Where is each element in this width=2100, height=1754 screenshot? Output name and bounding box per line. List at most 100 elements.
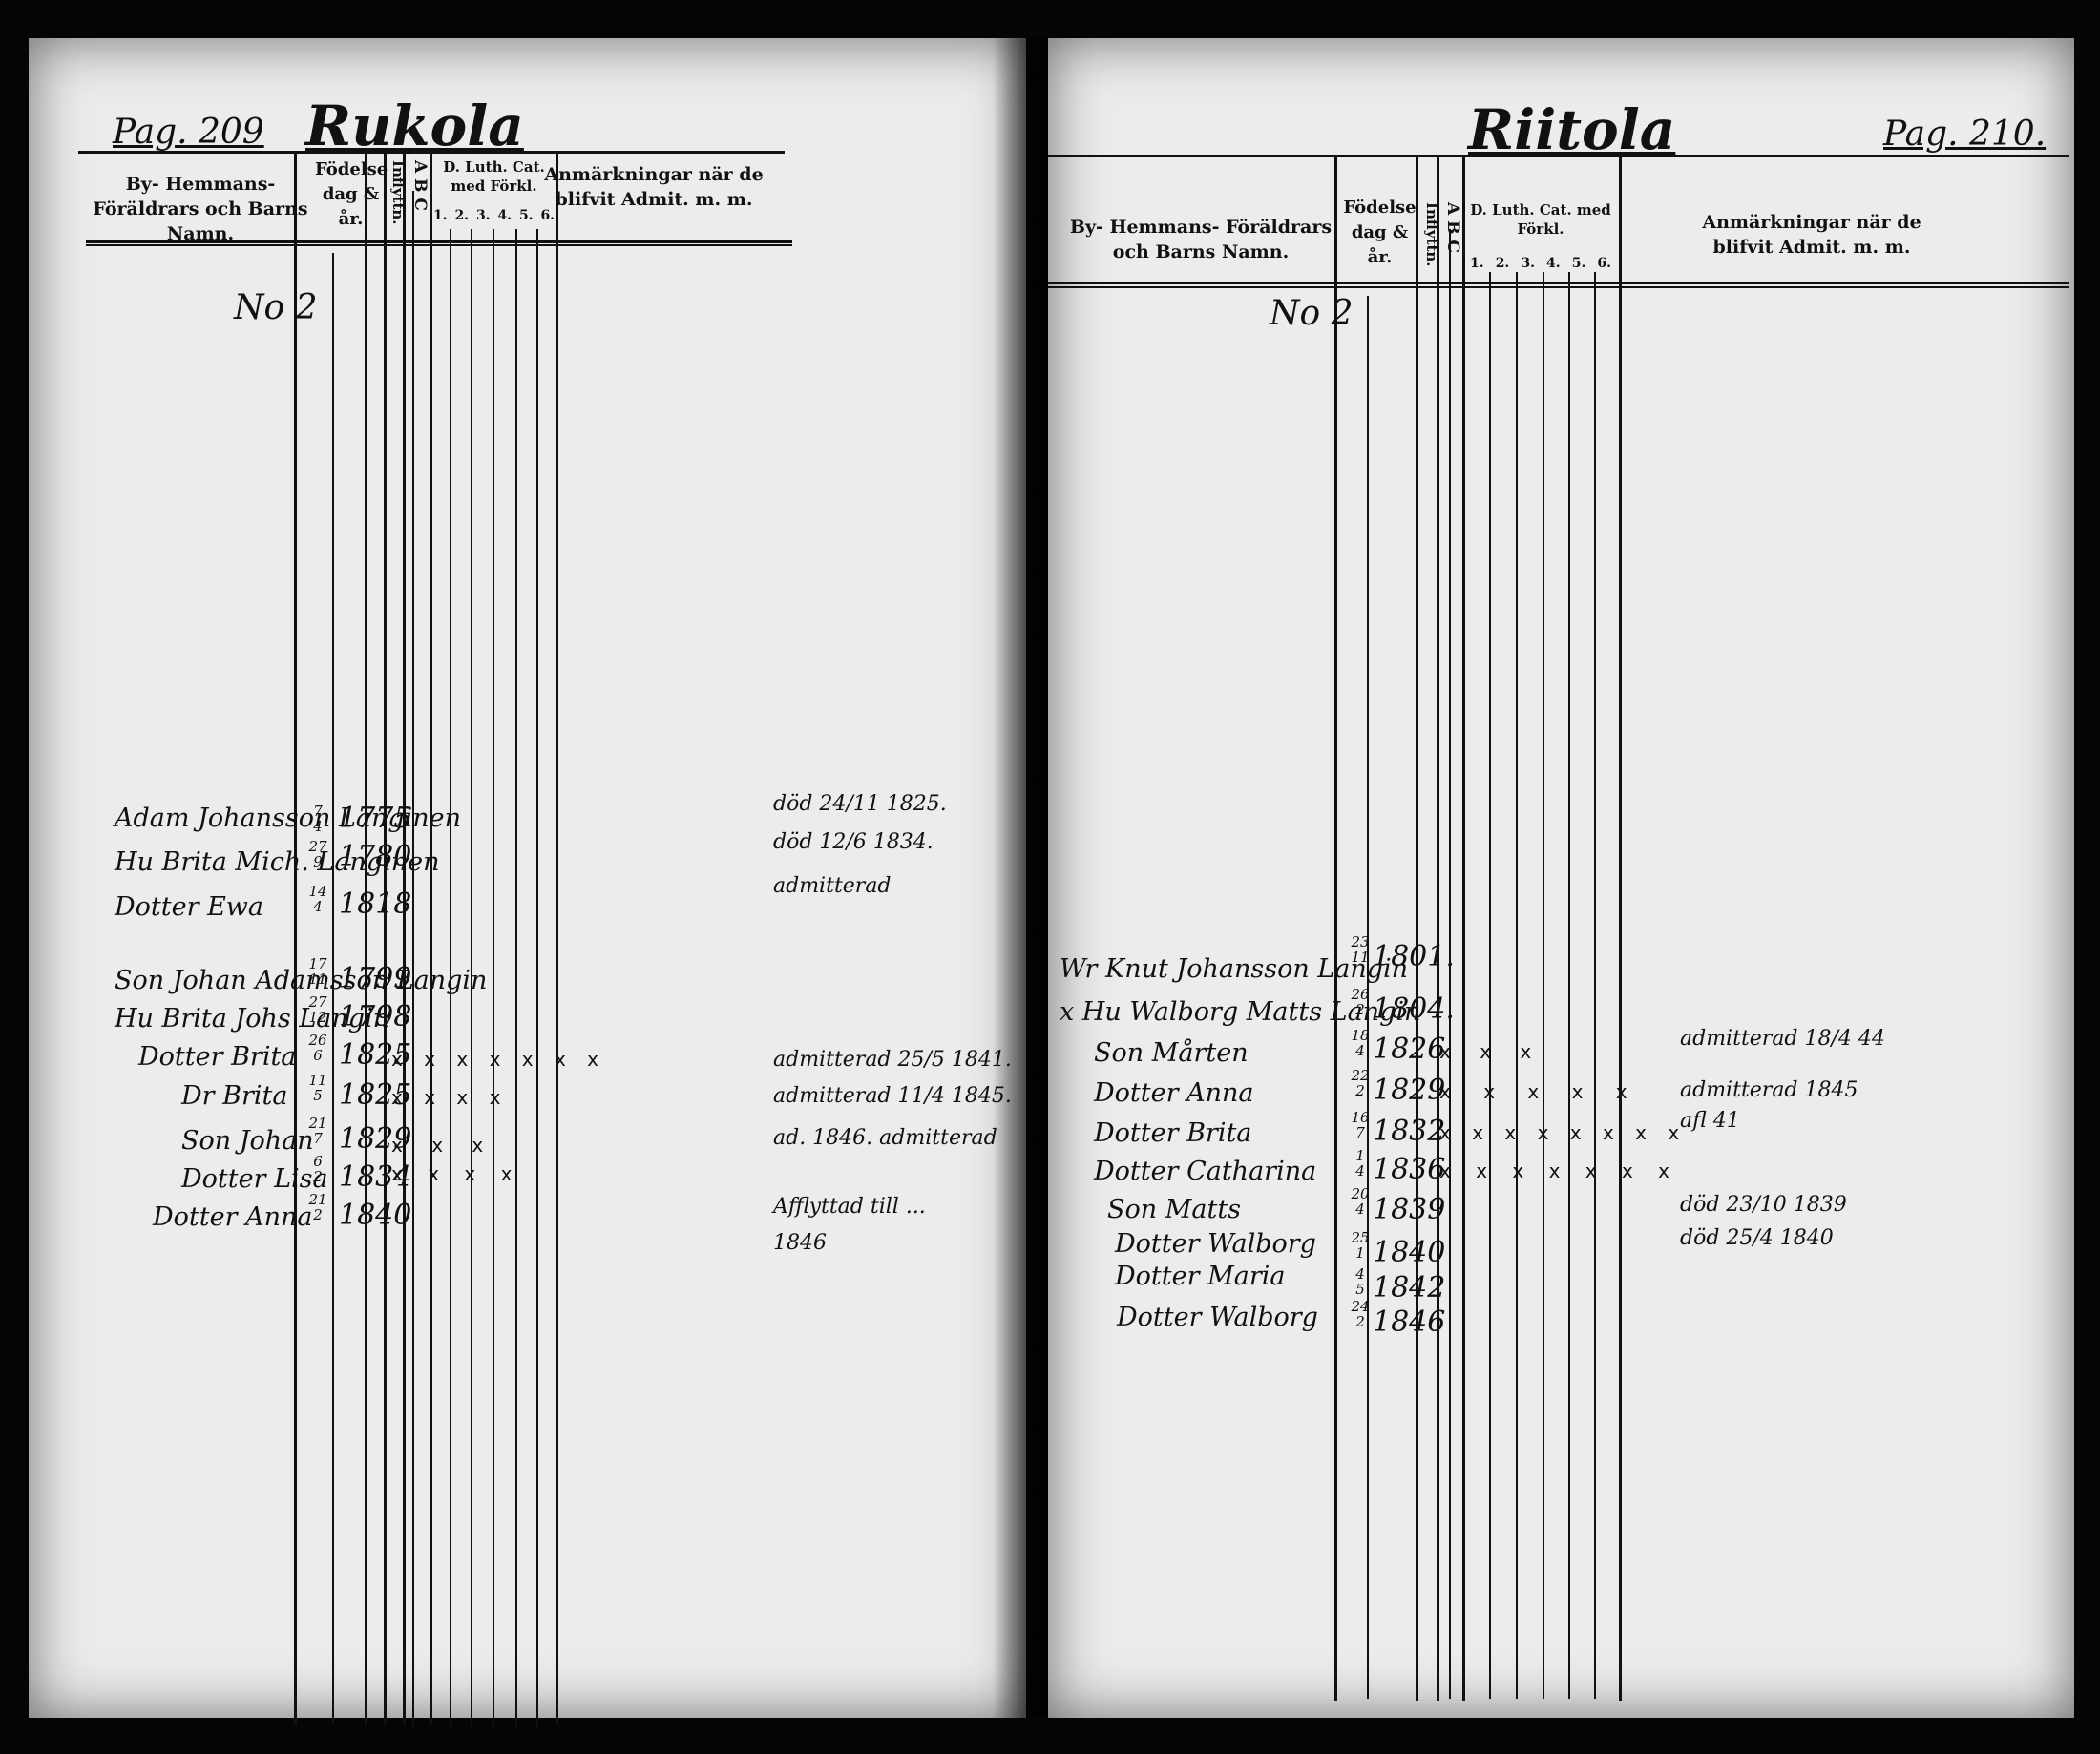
remark: 1846 xyxy=(773,1231,827,1255)
entry-day: 4 xyxy=(1355,1265,1365,1283)
col-rule-l1 xyxy=(1489,272,1491,1699)
entry-marks: x x x x x x x xyxy=(391,1048,606,1071)
entry-month: 2 xyxy=(313,1168,323,1185)
entry-year: 1825 xyxy=(339,1038,412,1072)
entry-day: 23 xyxy=(1351,933,1370,950)
entry-month: 4 xyxy=(1355,1162,1365,1180)
col-3: 3. xyxy=(475,208,491,223)
abc-header: A B C xyxy=(410,160,430,211)
col-rule-names xyxy=(1334,155,1337,1701)
entry-year: 1832 xyxy=(1373,1115,1446,1148)
entry-day: 27 xyxy=(308,838,327,855)
col-rule-day xyxy=(332,253,334,1723)
entry-month: 6 xyxy=(313,1047,323,1064)
remark: afl 41 xyxy=(1680,1109,1740,1133)
col-rule-birth xyxy=(365,151,368,1725)
entry-marks: x x x x x xyxy=(1439,1080,1641,1103)
entry-month: 2 xyxy=(1355,1082,1365,1099)
header-bottom-rule xyxy=(1048,282,2069,284)
inflyttn-header: Inflyttn. xyxy=(1423,202,1440,267)
col-2: 2. xyxy=(1495,256,1510,271)
entry-year: 1829 xyxy=(339,1122,412,1156)
entry-name: Dotter Anna xyxy=(153,1202,313,1232)
col-5: 5. xyxy=(1571,256,1586,271)
remarks-header: Anmärkningar när de blifvit Admit. m. m. xyxy=(1702,212,1922,258)
entry-marks: x x x x xyxy=(391,1086,509,1109)
entry-name: Son Matts xyxy=(1107,1195,1242,1224)
entry-month: 5 xyxy=(1355,1281,1365,1298)
entry-month: 2 xyxy=(1355,1001,1365,1018)
entry-year: 1829 xyxy=(1373,1074,1446,1107)
remark: admitterad 11/4 1845. xyxy=(773,1084,1012,1108)
remark: admitterad 18/4 44 xyxy=(1680,1027,1885,1051)
entry-name: Wr Knut Johansson Langin xyxy=(1060,954,1409,984)
col-5: 5. xyxy=(518,208,534,223)
col-1: 1. xyxy=(432,208,448,223)
inflyttn-header: Inflyttn. xyxy=(389,160,407,225)
entry-year: 1834 xyxy=(339,1160,412,1194)
entry-name: Dotter Walborg xyxy=(1115,1229,1316,1259)
left-page: Pag. 209 Rukola By- Hemmans- Föräldrars … xyxy=(29,38,1026,1727)
entry-marks: x x x x xyxy=(391,1162,522,1185)
household-number: No 2 xyxy=(234,288,318,327)
entry-year: 1842 xyxy=(1373,1271,1446,1305)
village-name: Rukola xyxy=(305,94,524,158)
remarks-header: Anmärkningar när de blifvit Admit. m. m. xyxy=(544,164,764,210)
entry-day: 11 xyxy=(308,1072,327,1089)
col-rule-birth xyxy=(1416,155,1418,1701)
entry-name: Son Johan xyxy=(181,1126,314,1156)
remark: död 24/11 1825. xyxy=(773,792,947,816)
entry-month: 12 xyxy=(308,1009,327,1026)
col-2: 2. xyxy=(454,208,470,223)
page-number: Pag. 209 xyxy=(113,113,264,152)
col-rule-inflytt xyxy=(1437,155,1439,1701)
remark: död 25/4 1840 xyxy=(1680,1226,1834,1250)
entry-day: 17 xyxy=(308,955,327,972)
entry-name: Son Mårten xyxy=(1094,1038,1249,1068)
col-rule-remarks xyxy=(556,151,558,1725)
luth-cols: 1. 2. 3. 4. 5. 6. xyxy=(1464,256,1617,271)
names-header: By- Hemmans- Föräldrars och Barns Namn. xyxy=(1069,217,1333,262)
names-header: By- Hemmans- Föräldrars och Barns Namn. xyxy=(93,174,308,244)
entry-name: Dotter Lisa xyxy=(181,1164,328,1194)
col-1: 1. xyxy=(1470,256,1484,271)
entry-year: 1799 xyxy=(339,962,412,995)
col-4: 4. xyxy=(1546,256,1561,271)
entry-year: 1780 xyxy=(339,840,412,873)
village-name: Riitola xyxy=(1468,97,1676,162)
entry-year: 1804. xyxy=(1373,992,1455,1026)
entry-day: 18 xyxy=(1351,1027,1370,1044)
page-number: Pag. 210. xyxy=(1883,115,2047,154)
abc-header: A B C xyxy=(1443,202,1462,253)
entry-year: 1839 xyxy=(1373,1193,1446,1226)
remark: död 23/10 1839 xyxy=(1680,1193,1847,1217)
birth-header: Födelse dag & år. xyxy=(315,159,388,229)
header-top-rule xyxy=(1048,155,2069,157)
luth-header: D. Luth. Cat. med Förkl. xyxy=(1470,201,1611,238)
remark: admitterad xyxy=(773,874,892,898)
col-rule-l3 xyxy=(1543,272,1544,1699)
entry-name: Dotter Walborg xyxy=(1117,1303,1318,1332)
entry-month: 4 xyxy=(1355,1201,1365,1218)
entry-month: 7 xyxy=(1355,1124,1365,1141)
entry-month: 7 xyxy=(313,1130,323,1147)
entry-year: 1840 xyxy=(1373,1236,1446,1269)
entry-month: 4 xyxy=(313,898,323,915)
entry-year: 1798 xyxy=(339,1000,412,1034)
entry-month: 1 xyxy=(1355,1244,1365,1262)
entry-day: 7 xyxy=(313,803,323,820)
col-rule-remarks xyxy=(1619,155,1622,1701)
col-rule-l1 xyxy=(450,229,452,1727)
entry-name: Dotter Maria xyxy=(1115,1262,1286,1291)
col-rule-l4 xyxy=(1568,272,1570,1699)
col-rule-abc-b xyxy=(412,191,414,1727)
entry-month: 9 xyxy=(313,853,323,870)
entry-name: Dotter Ewa xyxy=(115,892,263,922)
col-rule-day xyxy=(1367,296,1369,1699)
entry-day: 20 xyxy=(1351,1185,1370,1202)
right-page: Riitola Pag. 210. By- Hemmans- Föräldrar… xyxy=(1048,38,2074,1718)
entry-year: 1826 xyxy=(1373,1033,1446,1066)
entry-month: 11 xyxy=(308,971,327,988)
entry-month: 4 xyxy=(313,818,323,835)
entry-day: 24 xyxy=(1351,1298,1370,1315)
